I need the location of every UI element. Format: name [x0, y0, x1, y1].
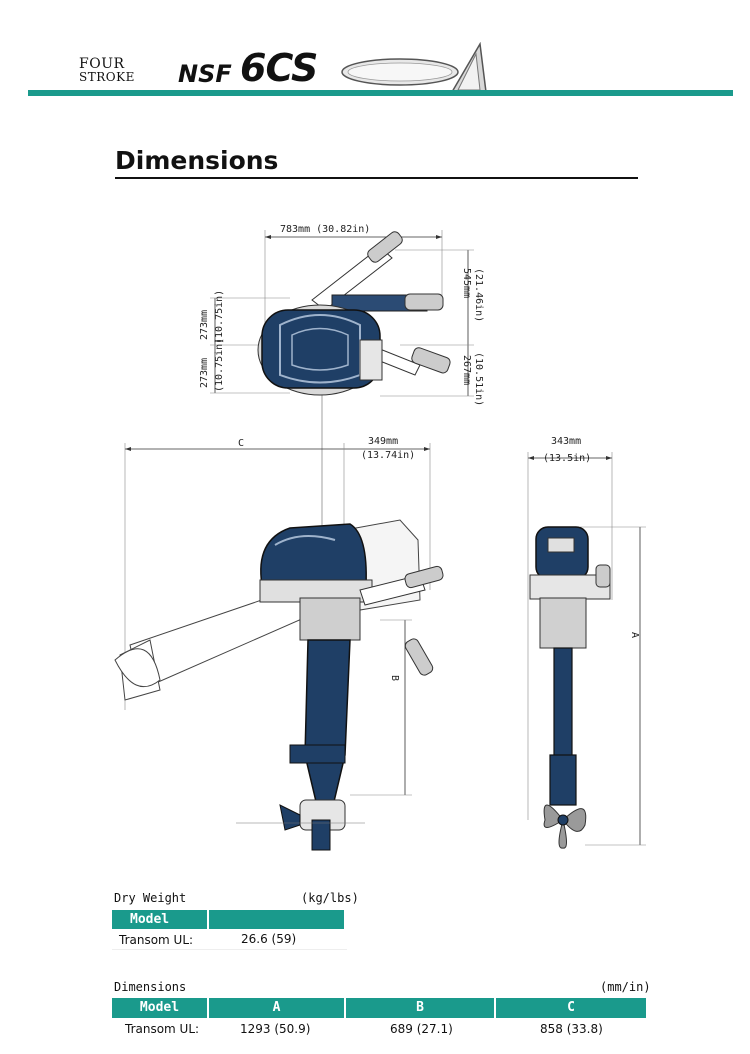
top-left-upper-in: (10.75in) [214, 290, 225, 344]
side-c-label: C [238, 438, 244, 449]
dimensions-table-title: Dimensions [114, 980, 187, 994]
dimensions-header-c: C [567, 1000, 575, 1015]
brand-stroke-text: STROKE [79, 70, 135, 84]
dry-weight-title: Dry Weight [114, 891, 187, 905]
sail-pro-logo [341, 42, 487, 93]
dimensions-value-c: 858 (33.8) [540, 1022, 603, 1036]
top-view-drawing [210, 230, 474, 560]
side-width-mm: 349mm [368, 436, 398, 447]
dry-weight-row-label: Transom UL: [119, 933, 194, 947]
top-right-lower-in: (10.51in) [473, 352, 484, 406]
dimensions-row-label: Transom UL: [125, 1022, 200, 1036]
model-code: 6CS [240, 46, 318, 90]
dry-weight-row-value: 26.6 (59) [241, 932, 297, 946]
dimensions-table-unit: (mm/in) [600, 980, 651, 994]
dry-weight-rule [112, 949, 347, 950]
dry-weight-unit: (kg/lbs) [301, 891, 359, 905]
rear-width-in: (13.5in) [543, 453, 591, 464]
side-view-drawing [114, 443, 444, 851]
dimensions-header-model: Model [139, 1000, 180, 1015]
top-right-upper-mm: 545mm [461, 268, 472, 298]
top-right-lower-mm: 267mm [461, 355, 472, 385]
side-b-label: B [389, 675, 400, 681]
brand-four-text: FOUR [79, 56, 125, 72]
header-accent-bar [28, 90, 733, 96]
dimensions-table-header: Model A B C [112, 998, 646, 1018]
page-title: Dimensions [115, 146, 279, 175]
side-width-in: (13.74in) [361, 450, 415, 461]
dimensions-header-a: A [272, 1000, 281, 1015]
dimensions-header-b: B [416, 1000, 424, 1015]
dimensions-value-b: 689 (27.1) [390, 1022, 453, 1036]
dimensions-value-a: 1293 (50.9) [240, 1022, 311, 1036]
dry-weight-header: Model [112, 910, 344, 929]
top-left-lower-in: (10.75in) [214, 338, 225, 392]
top-width-label: 783mm (30.82in) [280, 224, 370, 235]
rear-a-label: A [629, 632, 640, 638]
dry-weight-header-model: Model [130, 912, 170, 927]
model-prefix: NSF [178, 60, 232, 88]
top-right-upper-in: (21.46in) [473, 268, 484, 322]
top-left-upper-mm: 273mm [199, 310, 210, 340]
rear-width-mm: 343mm [551, 436, 581, 447]
top-left-lower-mm: 273mm [199, 358, 210, 388]
title-underline [115, 177, 638, 179]
rear-view-drawing [527, 452, 646, 849]
dimension-drawings: 783mm (30.82in) 273mm (10.75in) 273mm (1… [114, 224, 646, 851]
